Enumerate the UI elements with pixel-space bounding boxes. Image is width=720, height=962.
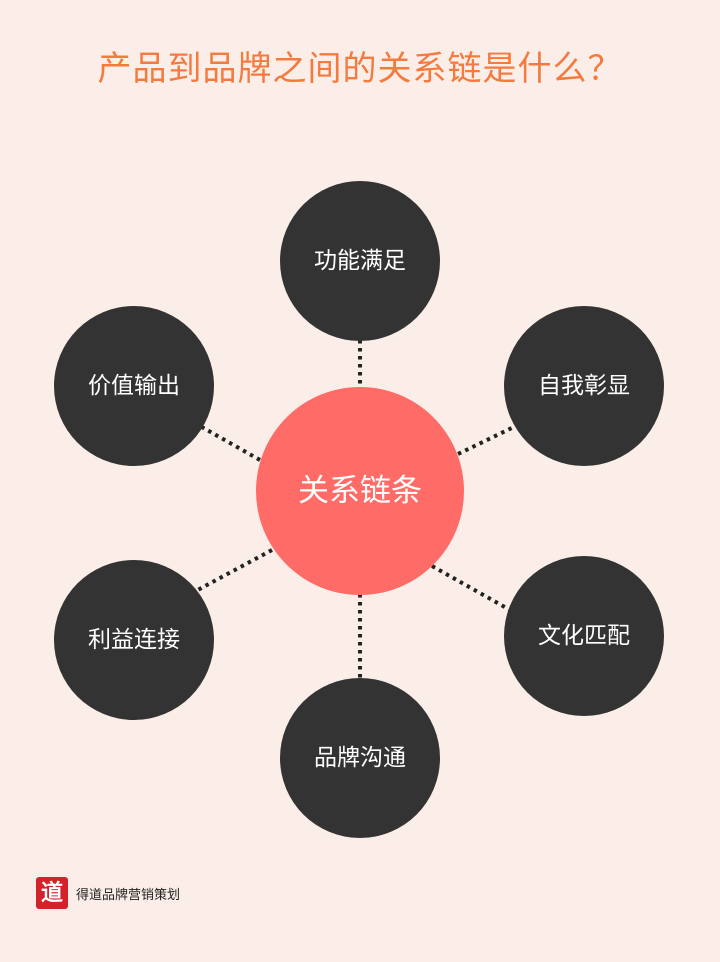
page-title: 产品到品牌之间的关系链是什么？ (97, 49, 623, 89)
node-label: 价值输出 (88, 373, 180, 399)
node-circle (54, 560, 214, 720)
node-circle (504, 306, 664, 466)
node-label: 品牌沟通 (314, 745, 406, 771)
node-label: 自我彰显 (538, 373, 630, 399)
connector-value (199, 424, 261, 462)
connector-self-expression (457, 422, 521, 456)
node-circle (280, 181, 440, 341)
center-label: 关系链条 (298, 473, 422, 509)
node-circle (504, 556, 664, 716)
connector-benefit (193, 548, 273, 594)
center-node: 关系链条 (256, 387, 464, 595)
node-self-expression: 自我彰显 (504, 306, 664, 466)
node-functional: 功能满足 (280, 181, 440, 341)
node-benefit: 利益连接 (54, 560, 214, 720)
node-label: 文化匹配 (538, 623, 630, 649)
node-value: 价值输出 (54, 306, 214, 466)
node-label: 利益连接 (88, 627, 180, 653)
connector-culture (431, 564, 511, 612)
node-circle (280, 678, 440, 838)
brand-footer: 道 得道品牌营销策划 (36, 876, 180, 910)
node-culture: 文化匹配 (504, 556, 664, 716)
node-communication: 品牌沟通 (280, 678, 440, 838)
brand-logo: 道 (36, 877, 68, 909)
center-circle (256, 387, 464, 595)
node-label: 功能满足 (314, 248, 406, 274)
brand-name: 得道品牌营销策划 (76, 887, 181, 903)
node-circle (54, 306, 214, 466)
